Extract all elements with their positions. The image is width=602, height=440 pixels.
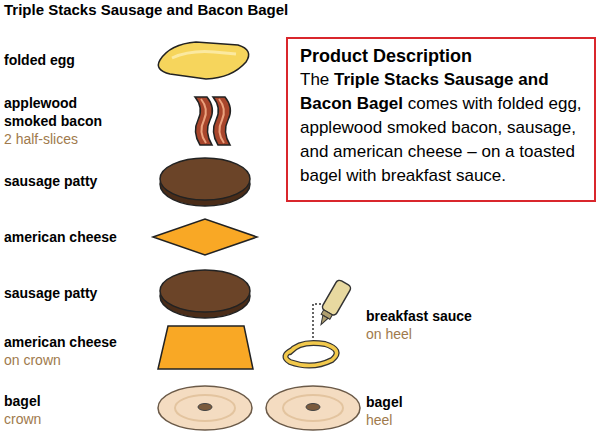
part-note: on crown: [4, 351, 144, 369]
part-label: american cheese: [4, 228, 144, 246]
sauce-leader: [313, 304, 321, 338]
part-note: 2 half-slices: [4, 130, 144, 148]
part-label: bagel: [366, 393, 566, 411]
bagel-icon: [158, 386, 252, 430]
part-label: american cheese: [4, 333, 144, 351]
description-box: Product DescriptionThe Triple Stacks Sau…: [286, 37, 596, 202]
bottle-icon: [314, 279, 352, 329]
box-heading: Product Description: [300, 44, 582, 68]
sauce-icon: [285, 343, 336, 366]
part-note: on heel: [366, 325, 566, 343]
cheese-icon: [153, 219, 257, 255]
box-body: The Triple Stacks Sausage and Bacon Bage…: [300, 68, 582, 188]
part-label: applewood smoked bacon: [4, 94, 116, 130]
egg-icon: [158, 42, 248, 79]
part-note: heel: [366, 411, 566, 429]
part-label: sausage patty: [4, 284, 144, 302]
part-label: folded egg: [4, 51, 144, 69]
part-label: breakfast sauce: [366, 307, 566, 325]
bacon-icon: [195, 97, 230, 145]
sausage-icon: [160, 158, 250, 206]
cheese-icon: [158, 326, 253, 369]
part-label: sausage patty: [4, 172, 144, 190]
diagram-title: Triple Stacks Sausage and Bacon Bagel: [4, 1, 288, 18]
part-label: bagel: [4, 392, 144, 410]
part-note: crown: [4, 410, 144, 428]
bagel-icon: [266, 386, 360, 430]
sausage-icon: [160, 270, 250, 318]
